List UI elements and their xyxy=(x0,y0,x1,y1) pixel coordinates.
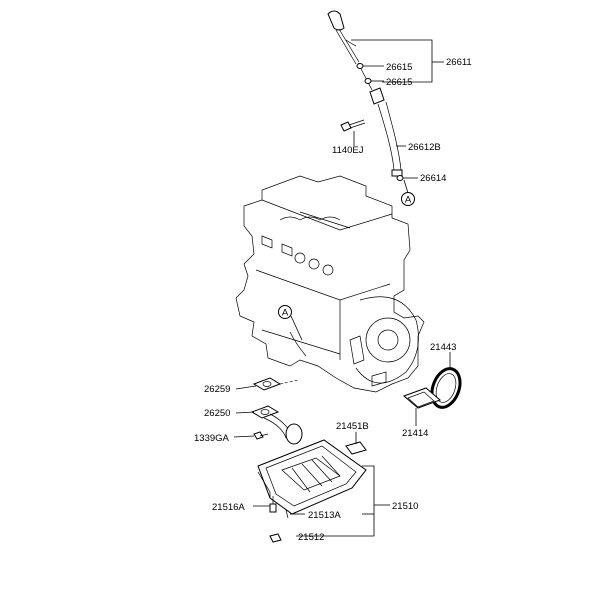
label-26615-lower: 26615 xyxy=(386,77,412,88)
seal-case-21414 xyxy=(403,387,441,409)
label-21451B: 21451B xyxy=(336,421,369,432)
o-ring-26615-upper xyxy=(356,63,364,69)
label-26250: 26250 xyxy=(204,408,230,419)
engine-reference-a-label: A xyxy=(282,308,289,319)
o-ring-26614 xyxy=(396,175,404,181)
sensor-21516A xyxy=(269,496,277,513)
bolt-1339GA xyxy=(253,431,269,440)
o-ring-26615-lower xyxy=(364,78,372,84)
dipstick-reference-a: A xyxy=(401,179,415,206)
dipstick-reference-a-label: A xyxy=(405,195,412,206)
leader-lines xyxy=(233,39,451,537)
rear-oil-seal-21443 xyxy=(430,367,462,409)
label-21516A: 21516A xyxy=(212,502,245,513)
label-26611: 26611 xyxy=(446,57,472,68)
label-21512: 21512 xyxy=(298,532,324,543)
label-21414: 21414 xyxy=(402,428,428,439)
gasket-21513A xyxy=(285,509,289,519)
bolt-1140EJ xyxy=(340,119,366,132)
label-26614: 26614 xyxy=(420,173,446,184)
dipstick-26611 xyxy=(327,10,373,91)
label-21510: 21510 xyxy=(392,501,418,512)
baffle-21451B xyxy=(345,441,367,455)
label-26259: 26259 xyxy=(204,384,230,395)
label-26615-upper: 26615 xyxy=(386,62,412,73)
label-1339GA: 1339GA xyxy=(194,433,230,444)
drain-plug-21512 xyxy=(269,533,282,543)
label-1140EJ: 1140EJ xyxy=(332,145,364,156)
oil-strainer-26250 xyxy=(250,405,303,445)
label-21513A: 21513A xyxy=(308,510,341,521)
label-21443: 21443 xyxy=(430,342,456,353)
oil-pan-21510 xyxy=(257,439,367,515)
oil-strainer-gasket-26259 xyxy=(252,377,299,391)
engine-reference-a: A xyxy=(278,305,303,341)
label-26612B: 26612B xyxy=(408,142,441,153)
engine-block-outline xyxy=(235,175,425,393)
part-labels: 26611 26615 26615 1140EJ 26612B 26614 21… xyxy=(194,57,472,543)
dipstick-guide-tube-26612B xyxy=(369,87,403,177)
